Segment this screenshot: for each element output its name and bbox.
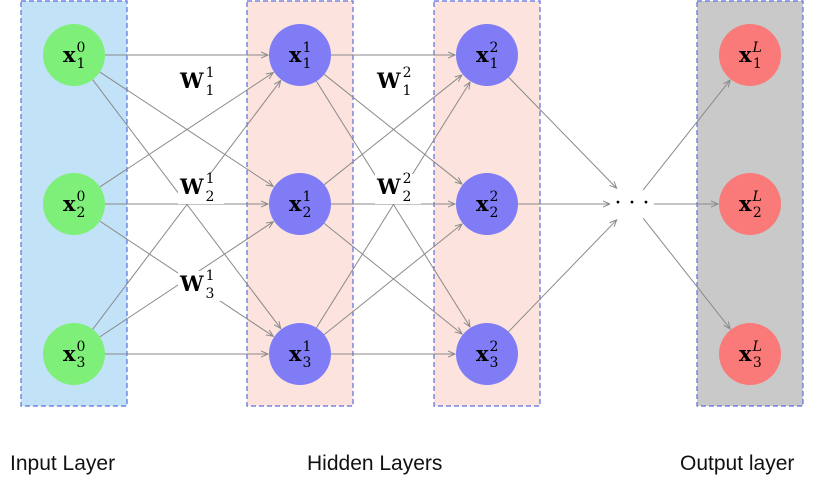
hidden-2-node-1 [456, 24, 518, 86]
hidden-2-node-3 [456, 323, 518, 385]
weight-label-bg [178, 174, 224, 204]
edge-input-2-to-hidden-1-1 [99, 73, 273, 188]
input-node-2 [43, 173, 105, 235]
weight-label-bg [375, 68, 421, 98]
weight-label-bg [375, 174, 421, 204]
edge-hidden-1-3-to-hidden-2-1 [316, 82, 470, 328]
output-node-2 [719, 173, 781, 235]
edge-ellipsis-to-output-1 [642, 80, 730, 191]
edge-hidden-2-3-to-ellipsis [508, 220, 617, 333]
output-node-1 [719, 24, 781, 86]
edge-input-3-to-hidden-1-1 [92, 81, 281, 330]
hidden-1-node-1 [269, 24, 331, 86]
edge-ellipsis-to-output-3 [642, 217, 730, 329]
edge-hidden-1-2-to-hidden-2-1 [323, 75, 462, 186]
output-node-3 [719, 323, 781, 385]
ellipsis: · · · [615, 191, 650, 216]
input-node-3 [43, 323, 105, 385]
edge-hidden-2-1-to-ellipsis [508, 76, 617, 188]
output-layer-caption: Output layer [680, 452, 795, 475]
edge-hidden-1-3-to-hidden-2-2 [323, 224, 462, 335]
weight-label-bg [178, 271, 224, 301]
input-layer-caption: Input Layer [10, 452, 116, 475]
hidden-2-node-2 [456, 173, 518, 235]
input-node-1 [43, 24, 105, 86]
hidden-1-node-2 [269, 173, 331, 235]
hidden-1-node-3 [269, 323, 331, 385]
ellipsis-bg [610, 194, 654, 212]
weight-label-bg [178, 68, 224, 98]
hidden-layers-caption: Hidden Layers [307, 452, 443, 475]
